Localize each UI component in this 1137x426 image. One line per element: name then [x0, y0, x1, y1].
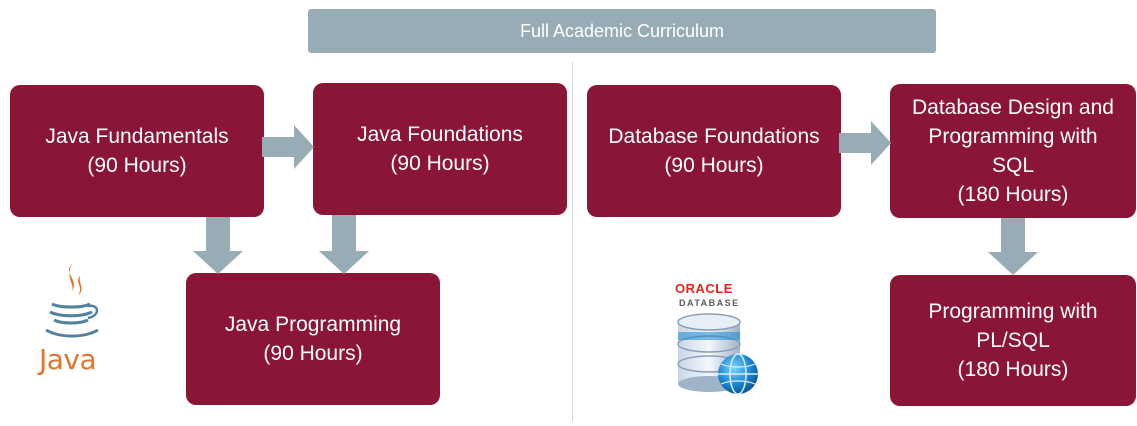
arrow-right-icon	[262, 125, 314, 169]
course-database-foundations: Database Foundations (90 Hours)	[587, 85, 841, 217]
course-name: Java Programming	[224, 313, 402, 336]
arrow-down-icon	[988, 218, 1038, 275]
course-plsql: Programming with PL/SQL (180 Hours)	[890, 275, 1136, 406]
database-logo-text: DATABASE	[679, 298, 740, 308]
java-logo-icon	[45, 264, 99, 338]
arrow-down-icon	[193, 217, 243, 274]
course-java-foundations: Java Foundations (90 Hours)	[313, 83, 567, 215]
course-java-fundamentals: Java Fundamentals (90 Hours)	[10, 85, 264, 217]
course-hours: (90 Hours)	[664, 154, 764, 177]
course-name: Java Foundations	[357, 123, 523, 146]
course-name-line-1: Programming with	[928, 300, 1098, 323]
course-name-line-2: Programming with	[928, 125, 1098, 148]
curriculum-title-banner: Full Academic Curriculum	[308, 9, 936, 53]
curriculum-title: Full Academic Curriculum	[519, 20, 725, 41]
course-name-line-1: Database Design and	[912, 96, 1114, 119]
course-hours: (180 Hours)	[957, 183, 1069, 206]
course-name: Database Foundations	[608, 125, 820, 148]
course-hours: (90 Hours)	[390, 152, 490, 175]
arrow-down-icon	[319, 215, 369, 274]
course-database-design-sql: Database Design and Programming with SQL…	[890, 84, 1136, 218]
course-hours: (90 Hours)	[87, 154, 187, 177]
course-hours: (90 Hours)	[263, 342, 363, 365]
course-name-line-2: PL/SQL	[976, 329, 1050, 352]
course-hours: (180 Hours)	[957, 358, 1069, 381]
arrow-right-icon	[839, 121, 891, 165]
java-logo-text: Java	[39, 343, 97, 376]
oracle-logo-text: ORACLE	[675, 281, 733, 296]
course-java-programming: Java Programming (90 Hours)	[186, 273, 440, 405]
oracle-database-icon	[677, 313, 758, 395]
course-name: Java Fundamentals	[45, 125, 229, 148]
course-name-line-3: SQL	[991, 154, 1035, 177]
section-divider	[572, 62, 573, 422]
